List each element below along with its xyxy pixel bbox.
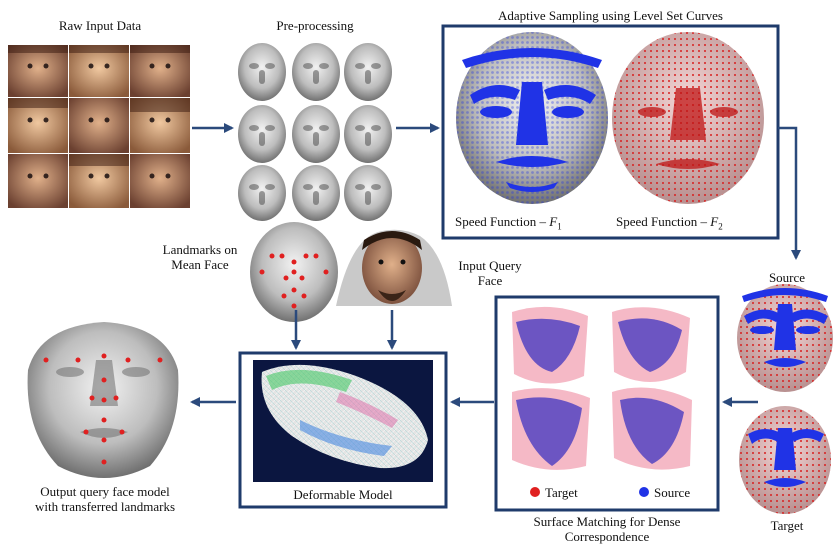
preprocessed-faces bbox=[238, 43, 392, 221]
speed-function-2-label: Speed Function – F2 bbox=[616, 214, 723, 235]
legend-source-dot bbox=[639, 487, 649, 497]
mean-face-with-landmarks bbox=[250, 222, 338, 322]
input-query-face-photo bbox=[336, 230, 452, 306]
target-label: Target bbox=[752, 518, 822, 533]
raw-input-photos bbox=[8, 45, 190, 208]
landmarks-mean-face-label: Landmarks on Mean Face bbox=[150, 242, 250, 272]
speed-function-2-face bbox=[612, 32, 764, 204]
raw-input-label: Raw Input Data bbox=[10, 18, 190, 33]
source-face bbox=[737, 284, 833, 392]
target-face bbox=[739, 406, 831, 514]
surface-matching-label: Surface Matching for Dense Correspondenc… bbox=[496, 514, 718, 544]
output-face-label: Output query face model with transferred… bbox=[10, 484, 200, 514]
preprocessing-label: Pre-processing bbox=[240, 18, 390, 33]
input-query-face-label: Input Query Face bbox=[440, 258, 540, 288]
legend-target-label: Target bbox=[545, 485, 578, 500]
legend-source-label: Source bbox=[654, 485, 690, 500]
adaptive-sampling-label: Adaptive Sampling using Level Set Curves bbox=[443, 8, 778, 23]
source-label: Source bbox=[752, 270, 822, 285]
legend-target-dot bbox=[530, 487, 540, 497]
deformable-model-label: Deformable Model bbox=[240, 487, 446, 502]
output-face-model bbox=[28, 322, 179, 478]
speed-function-1-label: Speed Function – F1 bbox=[455, 214, 562, 235]
speed-function-1-face bbox=[456, 32, 608, 204]
